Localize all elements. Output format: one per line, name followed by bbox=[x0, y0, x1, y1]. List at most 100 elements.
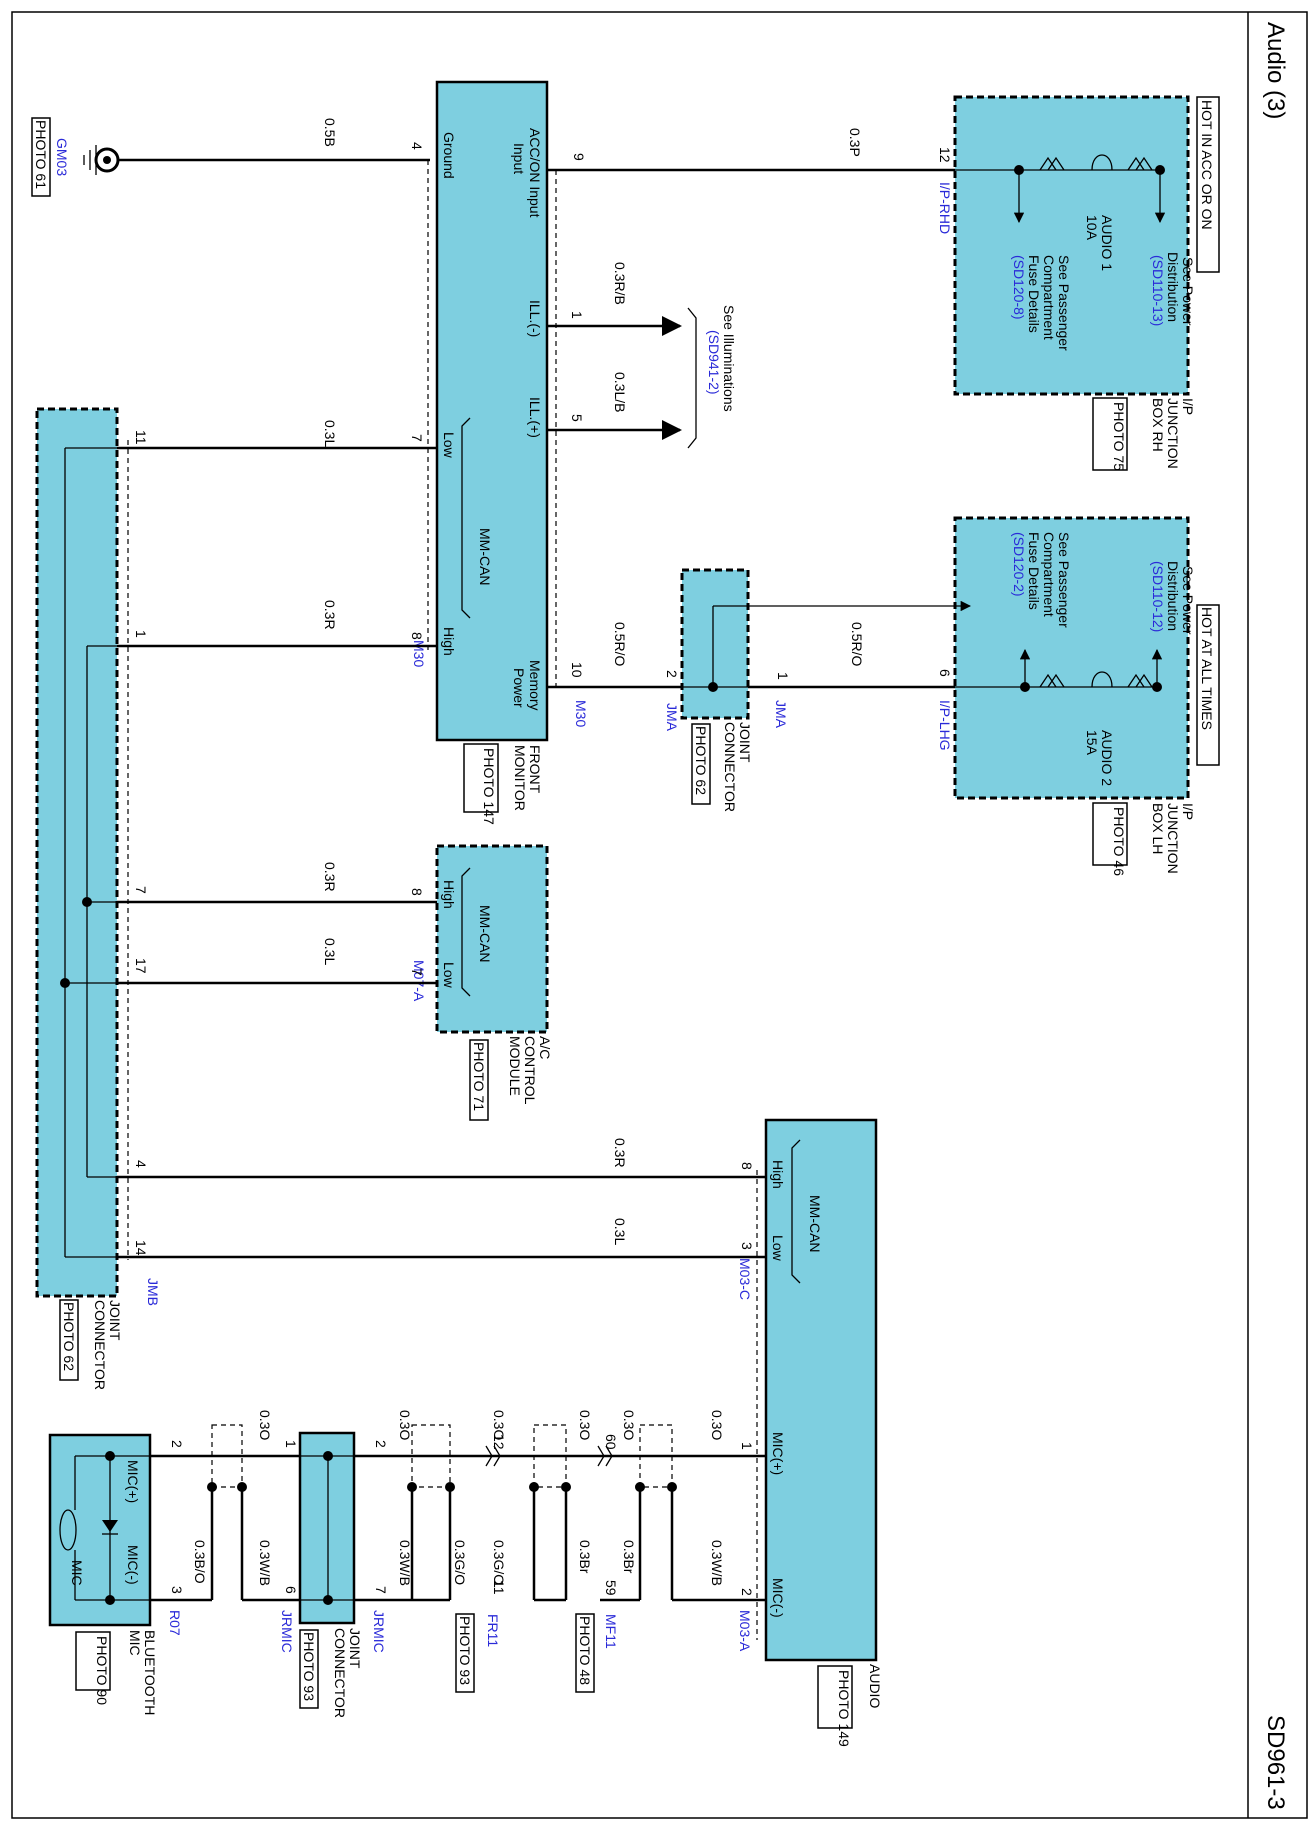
diagram-label: JMA bbox=[773, 700, 789, 729]
diagram-label: 1 bbox=[775, 672, 791, 680]
diagram-label: 0.3L bbox=[322, 938, 338, 965]
diagram-label: 10A bbox=[1084, 215, 1100, 241]
diagram-label: 0.3W/B bbox=[397, 1540, 413, 1586]
diagram-label: BOX RH bbox=[1150, 398, 1166, 452]
diagram-label: MIC(+) bbox=[125, 1460, 141, 1503]
diagram-label: See Passenger bbox=[1056, 255, 1072, 351]
diagram-label: See Power bbox=[1180, 257, 1196, 326]
diagram-label: 3 bbox=[739, 1242, 755, 1250]
diagram-label: 0.3O bbox=[257, 1410, 273, 1440]
diagram-label: 11 bbox=[133, 430, 149, 445]
diagram-label: 1 bbox=[283, 1440, 299, 1448]
diagram-label: 8 bbox=[409, 888, 425, 896]
diagram-label: 0.3Br bbox=[577, 1540, 593, 1574]
audio-unit bbox=[764, 1118, 878, 1662]
fm-pin-ill-plus: ILL.(+) bbox=[527, 397, 543, 438]
diagram-label: Input bbox=[511, 143, 527, 174]
diagram-label: 5 bbox=[569, 414, 585, 422]
diagram-label: 4 bbox=[133, 1160, 149, 1168]
diagram-label: 0.3W/B bbox=[257, 1540, 273, 1586]
fm-connector-m30: M30 bbox=[411, 640, 427, 667]
diagram-label: CONNECTOR bbox=[722, 722, 738, 812]
diagram-label: 15A bbox=[1084, 730, 1100, 756]
diagram-label: 1 bbox=[133, 630, 149, 638]
diagram-label: 0.3L bbox=[612, 1218, 628, 1245]
diagram-label: JOINT bbox=[107, 1300, 123, 1341]
diagram-label: Low bbox=[441, 962, 457, 989]
diagram-label: 10 bbox=[569, 662, 585, 678]
diagram-label: Low bbox=[770, 1235, 786, 1262]
diagram-label: MIC(+) bbox=[770, 1432, 786, 1475]
diagram-label: AUDIO bbox=[867, 1664, 883, 1708]
fm-pin-memory: Memory bbox=[527, 660, 543, 711]
fm-connector-m30b: M30 bbox=[573, 700, 589, 727]
diagram-label: 2 bbox=[169, 1440, 185, 1448]
diagram-label: BOX LH bbox=[1150, 803, 1166, 854]
diagram-label: 0.3R bbox=[322, 600, 338, 630]
diagram-label: 8 bbox=[409, 632, 425, 640]
diagram-label: JMB bbox=[145, 1278, 161, 1306]
jrmic-label: JOINT CONNECTOR PHOTO 93 bbox=[299, 1628, 363, 1718]
diagram-label: Compartment bbox=[1041, 532, 1057, 617]
fm-pin-acc: ACC/ON Input bbox=[527, 128, 543, 218]
diagram-label: PHOTO 90 bbox=[94, 1636, 110, 1705]
illumination-reference: See Illuminations (SD941-2) bbox=[706, 305, 737, 412]
diagram-label: PHOTO 147 bbox=[481, 748, 497, 825]
diagram-label: PHOTO 149 bbox=[836, 1670, 852, 1747]
diagram-label: See Illuminations bbox=[721, 305, 737, 412]
diagram-label: 3 bbox=[169, 1586, 185, 1594]
diagram-label: JRMIC bbox=[371, 1610, 387, 1653]
inline-connector-fr11: FR11 PHOTO 93 bbox=[455, 1445, 501, 1693]
diagram-label: (SD110-12) bbox=[1150, 561, 1166, 632]
diagram-label: See Passenger bbox=[1056, 532, 1072, 628]
diagram-label: M03-A bbox=[737, 1610, 753, 1652]
diagram-label: 0.5R/O bbox=[612, 622, 628, 666]
diagram-label: 8 bbox=[739, 1162, 755, 1170]
jmb-label: JOINT CONNECTOR PHOTO 62 bbox=[59, 1299, 123, 1390]
diagram-label: PHOTO 93 bbox=[301, 1632, 317, 1701]
diagram-label: JOINT bbox=[737, 722, 753, 763]
diagram-label: PHOTO 93 bbox=[457, 1616, 473, 1685]
diagram-label: R07 bbox=[167, 1610, 183, 1636]
diagram-label: 59 bbox=[603, 1580, 619, 1596]
diagram-label: 0.3G/O bbox=[452, 1540, 468, 1585]
diagram-label: AUDIO 2 bbox=[1099, 730, 1115, 786]
jb-lh-connector: I/P-LHG bbox=[937, 700, 953, 751]
diagram-label: High bbox=[441, 880, 457, 909]
bluetooth-mic bbox=[48, 1433, 152, 1627]
diagram-label: Distribution bbox=[1165, 252, 1181, 322]
fm-pin-ill-minus: ILL.(-) bbox=[527, 300, 543, 337]
ground-label: GM03 bbox=[54, 138, 70, 176]
diagram-label: JUNCTION bbox=[1165, 803, 1181, 874]
diagram-label: AUDIO 1 bbox=[1099, 215, 1115, 271]
diagram-label: 0.3L bbox=[322, 420, 338, 447]
diagram-label: PHOTO 48 bbox=[577, 1616, 593, 1685]
diagram-label: 17 bbox=[133, 958, 149, 974]
fm-pin-high: High bbox=[441, 627, 457, 656]
front-monitor-box bbox=[435, 80, 549, 742]
diagram-label: 0.3O bbox=[621, 1410, 637, 1440]
diagram-label: MIC(-) bbox=[125, 1545, 141, 1585]
diagram-label: 60 bbox=[603, 1434, 619, 1450]
diagram-label: 9 bbox=[571, 153, 587, 161]
diagram-label: 7 bbox=[409, 434, 425, 442]
ground-photo: PHOTO 61 bbox=[33, 120, 49, 189]
diagram-label: Distribution bbox=[1165, 561, 1181, 631]
diagram-label: CONNECTOR bbox=[92, 1300, 108, 1390]
diagram-label: MONITOR bbox=[512, 745, 528, 811]
diagram-label: JMA bbox=[664, 703, 680, 732]
diagram-label: CONNECTOR bbox=[332, 1628, 348, 1718]
diagram-label: MM-CAN bbox=[807, 1195, 823, 1253]
fm-pin-ground: Ground bbox=[441, 132, 457, 179]
diagram-label: I/P bbox=[1180, 398, 1196, 415]
diagram-label: 12 bbox=[491, 1434, 507, 1450]
diagram-label: Fuse Details bbox=[1026, 255, 1042, 333]
joint-connector-jrmic bbox=[298, 1431, 356, 1625]
diagram-label: PHOTO 46 bbox=[1111, 807, 1127, 876]
diagram-label: MIC bbox=[69, 1560, 85, 1586]
diagram-label: 0.3R bbox=[612, 1138, 628, 1168]
page-frame bbox=[11, 11, 1308, 1819]
diagram-label: JUNCTION bbox=[1165, 398, 1181, 469]
diagram-label: High bbox=[770, 1160, 786, 1189]
